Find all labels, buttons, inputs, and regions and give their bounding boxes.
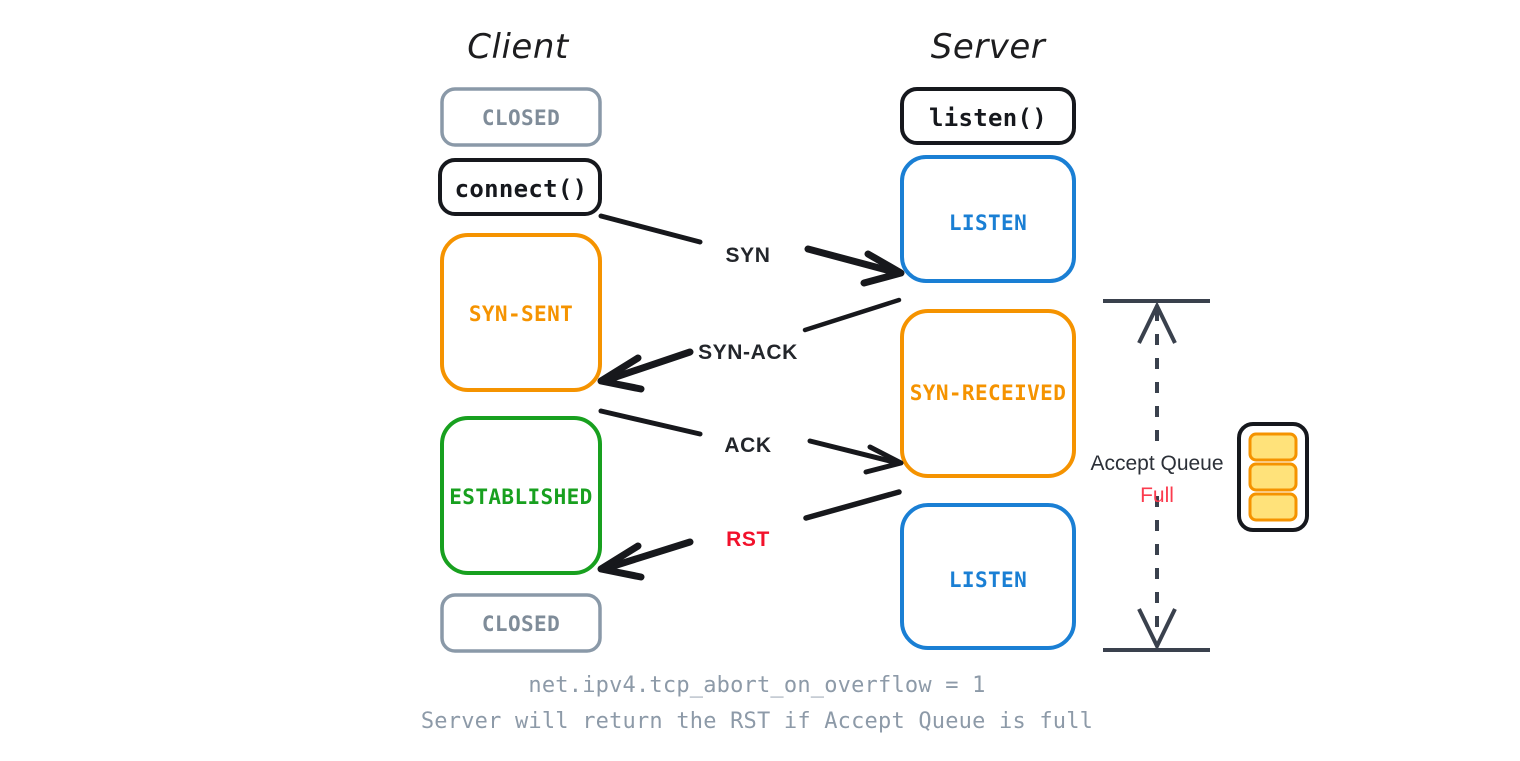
state-box-label: SYN-RECEIVED [910, 381, 1067, 405]
accept-queue-label: Accept Queue [1090, 452, 1223, 475]
syn-ack-leader-line [802, 297, 902, 333]
state-box-label: CLOSED [482, 612, 560, 636]
accept-queue-widget[interactable] [1237, 422, 1309, 532]
caption-line-description: Server will return the RST if Accept Que… [421, 709, 1093, 734]
ack-arrowhead [863, 444, 904, 475]
column-header-server: Server [931, 27, 1047, 67]
rst-leader-line [803, 489, 902, 521]
message-label-syn: SYN [726, 244, 771, 267]
syn-leader-line [598, 213, 703, 245]
column-header-client: Client [467, 27, 570, 67]
message-arrow-syn: SYN [598, 213, 905, 287]
state-box-label: SYN-SENT [469, 302, 573, 326]
queue-measure-arrowhead-down [1137, 608, 1177, 651]
state-box-label: LISTEN [949, 568, 1027, 592]
state-box-shape [900, 503, 1076, 650]
syscall-box-label: connect() [455, 175, 588, 203]
state-box-shape [440, 233, 602, 392]
message-arrow-rst: RST [597, 489, 902, 581]
syn-arrowhead [860, 250, 905, 287]
client-state-established[interactable]: ESTABLISHED [440, 416, 602, 575]
state-box-shape [440, 87, 602, 147]
queue-slot-2 [1248, 462, 1298, 492]
syscall-box-shape [900, 87, 1076, 145]
client-state-syn-sent[interactable]: SYN-SENT [440, 233, 602, 392]
queue-slot-3 [1248, 492, 1298, 522]
accept-queue-measure [1103, 299, 1210, 652]
state-box-shape [900, 155, 1076, 283]
caption-line-sysctl: net.ipv4.tcp_abort_on_overflow = 1 [528, 673, 985, 698]
message-label-ack: ACK [724, 434, 771, 457]
syn-arrow-shaft [804, 245, 902, 277]
rst-arrowhead [597, 542, 645, 581]
state-box-label: ESTABLISHED [449, 485, 592, 509]
message-arrow-ack: ACK [598, 408, 904, 475]
message-label-syn-ack: SYN-ACK [698, 341, 798, 364]
state-box-shape [440, 593, 602, 653]
client-state-closed-top[interactable]: CLOSED [440, 87, 602, 147]
syscall-box-label: listen() [929, 104, 1047, 132]
state-box-shape [900, 309, 1076, 478]
state-box-label: LISTEN [949, 211, 1027, 235]
syn-ack-arrow-shaft [600, 348, 694, 385]
client-state-closed-bottom[interactable]: CLOSED [440, 593, 602, 653]
server-syscall-listen[interactable]: listen() [900, 87, 1076, 145]
queue-slot-1 [1248, 432, 1298, 462]
message-label-rst: RST [726, 528, 770, 551]
syn-ack-arrowhead [597, 354, 645, 393]
server-state-syn-received[interactable]: SYN-RECEIVED [900, 309, 1076, 478]
accept-queue-status: Full [1140, 484, 1174, 507]
ack-arrow-shaft [807, 438, 901, 466]
server-state-listen-bottom[interactable]: LISTEN [900, 503, 1076, 650]
client-syscall-connect[interactable]: connect() [438, 158, 602, 216]
ack-leader-line [598, 408, 703, 437]
syscall-box-shape [438, 158, 602, 216]
state-box-label: CLOSED [482, 106, 560, 130]
server-state-listen-top[interactable]: LISTEN [900, 155, 1076, 283]
rst-arrow-shaft [600, 538, 694, 573]
message-arrow-syn-ack: SYN-ACK [597, 297, 902, 393]
state-box-shape [440, 416, 602, 575]
queue-measure-arrowhead-up [1137, 301, 1177, 344]
